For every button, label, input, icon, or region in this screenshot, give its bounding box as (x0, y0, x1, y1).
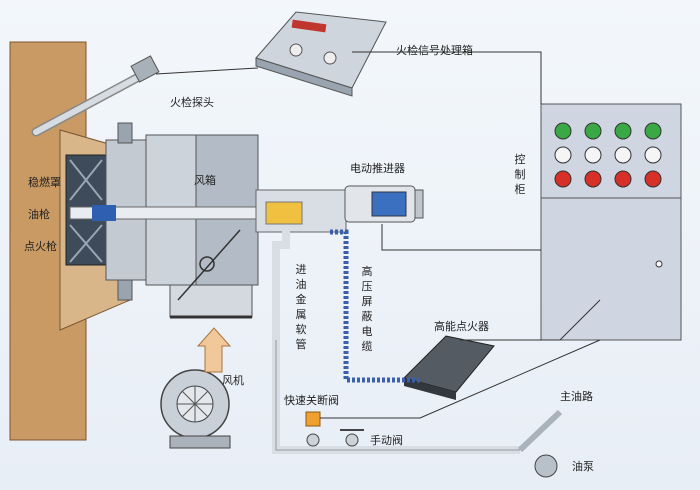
high-energy-igniter-shape (403, 335, 495, 400)
main-oil-line-label: 主油路 (560, 390, 593, 403)
high-energy-igniter-label: 高能点火器 (434, 320, 489, 333)
fan-shape (160, 327, 232, 449)
oil-gun-label: 油枪 (28, 208, 50, 221)
manual-valve-label: 手动阀 (370, 434, 403, 447)
oil-pump-label: 油泵 (572, 460, 594, 473)
control-cabinet-label: 控制柜 (514, 153, 526, 196)
flame-probe-label: 火检探头 (170, 96, 214, 109)
hv-cable-path (330, 229, 420, 383)
wind-box-label: 风箱 (194, 174, 216, 187)
oil-metal-hose-label: 进油金属软管 (295, 263, 307, 351)
oil-metal-hose-path (272, 226, 290, 340)
quick-shutoff-valve-label: 快速关断阀 (284, 394, 339, 407)
wind-box-shape (145, 134, 259, 319)
control-cabinet-shape (540, 103, 682, 341)
flame-signal-box-label: 火检信号处理箱 (396, 44, 473, 57)
igniter-gun-label: 点火枪 (24, 240, 57, 253)
flame-probe-device (31, 55, 160, 137)
electric-actuator-label: 电动推进器 (350, 162, 405, 175)
fan-label: 风机 (222, 374, 244, 387)
flame-stabilizer-label: 稳燃罩 (28, 176, 61, 189)
electric-actuator-shape (344, 185, 424, 223)
hv-shielded-cable-label: 高压屏蔽电缆 (361, 265, 373, 353)
flame-signal-box-shape (255, 11, 387, 97)
